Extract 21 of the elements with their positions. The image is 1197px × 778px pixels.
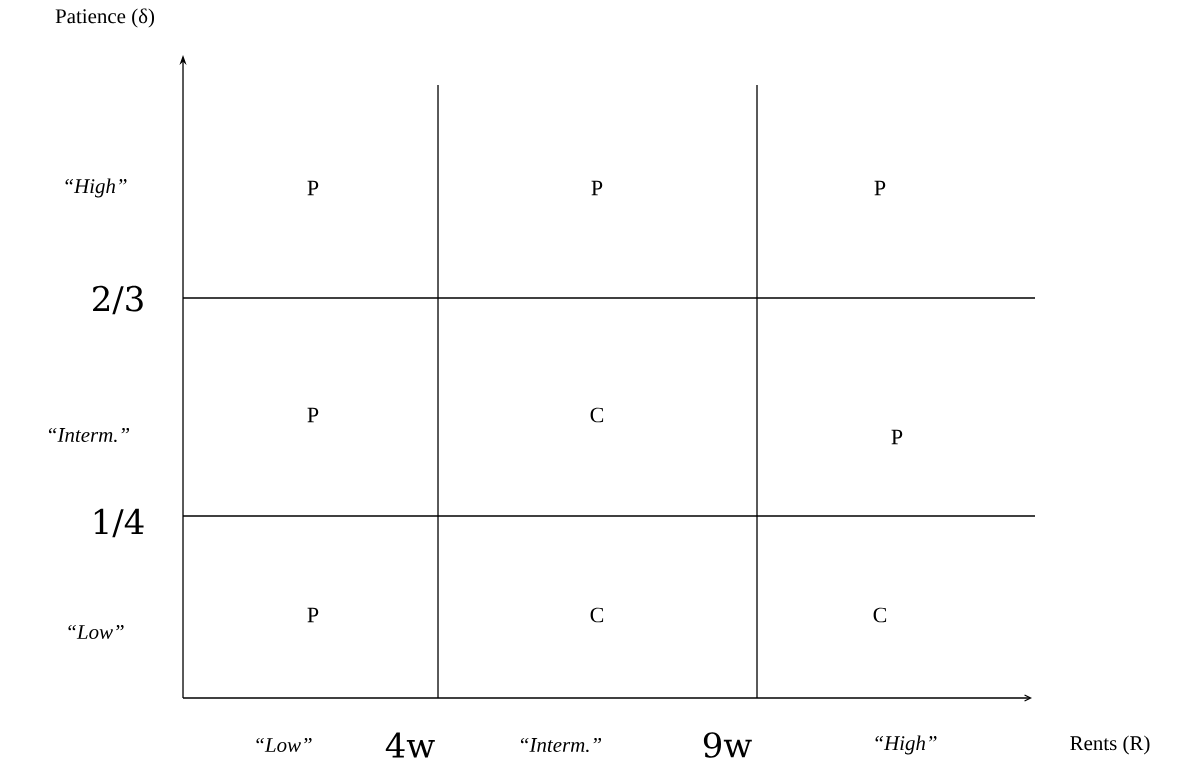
category-label: “Low” [68, 624, 124, 640]
axis-label: Patience (δ) [55, 8, 155, 28]
cell-letter: C [590, 407, 604, 423]
cell-letter: C [590, 607, 604, 623]
category-label: “Interm.” [520, 737, 602, 753]
cell-letter: P [891, 429, 903, 445]
cell-letter: P [307, 407, 319, 423]
cell-letter: C [873, 607, 887, 623]
tick-label: 4w [385, 732, 435, 758]
cell-letter: P [591, 180, 603, 196]
tick-label: 9w [703, 732, 752, 758]
cell-letter: P [874, 180, 886, 196]
tick-label: 2/3 [93, 285, 143, 315]
category-label: “Interm.” [48, 427, 130, 443]
category-label: “Low” [256, 737, 312, 753]
cell-letter: P [307, 607, 319, 623]
category-label: “High” [875, 735, 937, 755]
axis-label: Rents (R) [1070, 735, 1150, 755]
tick-label: 1/4 [94, 508, 144, 538]
category-label: “High” [65, 178, 127, 198]
cell-letter: P [307, 180, 319, 196]
